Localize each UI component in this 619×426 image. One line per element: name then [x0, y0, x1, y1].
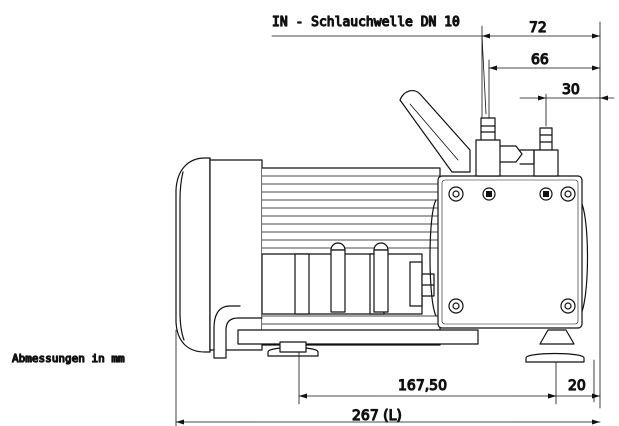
dimension-66: 66 — [531, 52, 549, 68]
dimension-167-50: 167,50 — [398, 378, 447, 394]
dimension-30: 30 — [562, 82, 580, 98]
motor-fan-cover — [175, 157, 211, 353]
cable-bend — [213, 305, 263, 359]
foot-left — [267, 341, 319, 357]
dimension-arrows — [176, 33, 608, 425]
inlet-label: IN - Schlauchwelle DN 10 — [272, 15, 460, 30]
dimension-20: 20 — [568, 378, 586, 394]
pump-head — [429, 175, 589, 329]
dimension-72: 72 — [529, 20, 547, 36]
carry-handle — [399, 90, 471, 173]
terminal-box — [261, 242, 435, 315]
foot-right — [525, 329, 585, 363]
base-rail — [237, 329, 479, 345]
units-note: Abmessungen in mm — [12, 352, 125, 365]
outlet-port — [519, 127, 559, 177]
inlet-port — [475, 117, 523, 177]
dimension-267-l: 267 (L) — [352, 408, 402, 424]
